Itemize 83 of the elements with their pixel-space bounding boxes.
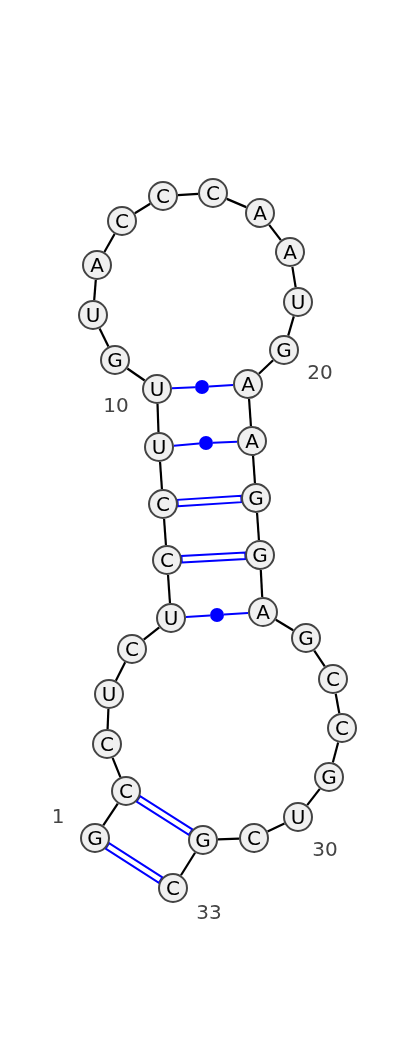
backbone-line [331, 742, 340, 763]
pair-dot-icon [210, 608, 224, 622]
base-pair-line [223, 612, 250, 616]
nucleotide-circle: A [275, 237, 305, 267]
nucleotide-circle: G [314, 762, 344, 792]
backbone-line [111, 757, 122, 778]
backbone-line [102, 802, 119, 827]
base-pair-line [171, 386, 196, 390]
nucleotide-circle: G [188, 825, 218, 855]
backbone-line [134, 202, 151, 215]
base-pair-line [180, 551, 247, 564]
nucleotide-circle: C [92, 729, 122, 759]
nucleotide-circle: G [245, 540, 275, 570]
backbone-line [267, 822, 285, 833]
backbone-line [93, 279, 97, 301]
backbone-line [247, 398, 253, 427]
nucleotide-circle: C [148, 181, 178, 211]
nucleotide-circle: C [318, 664, 348, 694]
nucleotide-circle: A [82, 250, 112, 280]
position-number: 10 [103, 395, 129, 415]
nucleotide-circle: C [107, 206, 137, 236]
nucleotide-circle: A [245, 198, 275, 228]
nucleotide-circle: C [148, 489, 178, 519]
nucleotide-circle: U [156, 603, 186, 633]
backbone-line [158, 461, 164, 490]
backbone-line [126, 367, 146, 382]
backbone-line [180, 852, 196, 876]
base-pair-line [176, 494, 243, 508]
nucleotide-circle: U [283, 802, 313, 832]
backbone-line [177, 192, 199, 197]
nucleotide-circle: U [144, 432, 174, 462]
base-pair-line [212, 440, 238, 444]
backbone-line [313, 649, 326, 668]
nucleotide-circle: G [100, 345, 130, 375]
pair-dot-icon [199, 436, 213, 450]
backbone-line [334, 693, 341, 714]
backbone-line [275, 618, 294, 632]
backbone-line [255, 512, 261, 541]
nucleotide-circle: A [233, 369, 263, 399]
backbone-line [291, 266, 297, 288]
base-pair-line [104, 841, 164, 885]
nucleotide-circle: G [80, 823, 110, 853]
nucleotide-circle: C [117, 634, 147, 664]
nucleotide-circle: C [239, 823, 269, 853]
position-number: 33 [196, 902, 222, 922]
nucleotide-circle: A [248, 597, 278, 627]
backbone-line [106, 708, 110, 730]
backbone-line [258, 359, 274, 375]
nucleotide-circle: C [327, 713, 357, 743]
backbone-line [217, 837, 240, 841]
backbone-line [156, 403, 160, 433]
nucleotide-circle: C [198, 178, 228, 208]
nucleotide-circle: C [111, 776, 141, 806]
nucleotide-circle: U [283, 287, 313, 317]
base-pair-line [135, 794, 194, 837]
nucleotide-circle: C [158, 873, 188, 903]
backbone-line [98, 328, 110, 347]
base-pair-line [184, 614, 211, 618]
nucleotide-circle: G [241, 483, 271, 513]
backbone-line [287, 316, 295, 336]
base-pair-line [172, 442, 201, 447]
position-number: 1 [51, 806, 65, 826]
pair-dot-icon [195, 380, 209, 394]
backbone-line [162, 518, 168, 546]
backbone-line [103, 233, 116, 253]
backbone-line [251, 455, 257, 484]
backbone-line [114, 661, 127, 682]
nucleotide-circle: G [291, 623, 321, 653]
backbone-line [166, 574, 172, 604]
backbone-line [226, 197, 247, 209]
nucleotide-circle: U [94, 679, 124, 709]
nucleotide-circle: A [237, 426, 267, 456]
position-number: 30 [312, 839, 338, 859]
backbone-line [306, 788, 321, 806]
backbone-line [268, 224, 282, 241]
backbone-line [259, 569, 264, 598]
nucleotide-circle: G [269, 335, 299, 365]
nucleotide-circle: C [152, 545, 182, 575]
nucleotide-circle: U [142, 374, 172, 404]
backbone-line [143, 626, 160, 641]
position-number: 20 [307, 362, 333, 382]
base-pair-line [208, 384, 235, 388]
nucleotide-circle: U [78, 300, 108, 330]
